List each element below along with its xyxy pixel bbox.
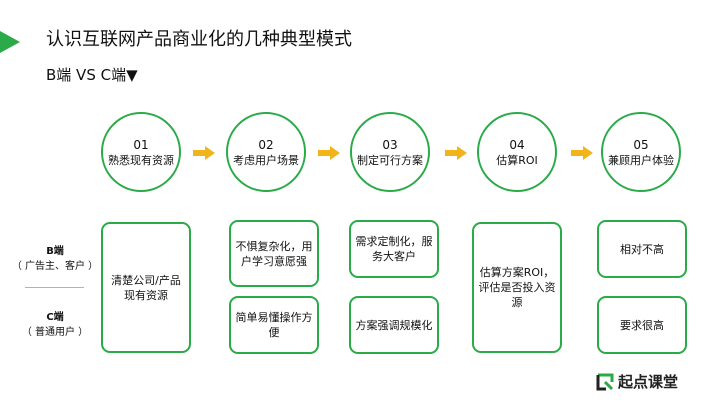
logo-text: 起点课堂 <box>618 373 679 391</box>
brand-logo: 起点课堂 <box>596 371 678 392</box>
step-label: 考虑用户场景 <box>233 153 299 167</box>
side-label-main: C端 <box>46 312 64 323</box>
step-circle-3: 03 制定可行方案 <box>350 112 430 192</box>
side-label-c: C端 （ 普通用户 ） <box>6 310 104 340</box>
side-label-b: B端 （ 广告主、客户 ） <box>6 244 104 274</box>
step-circle-1: 01 熟悉现有资源 <box>101 112 181 192</box>
side-label-sub: （ 普通用户 ） <box>21 327 89 338</box>
box-col5-c: 要求很高 <box>597 296 687 354</box>
box-col5-b: 相对不高 <box>597 220 687 278</box>
arrow-right-icon <box>571 146 593 160</box>
side-label-sub: （ 广告主、客户 ） <box>11 261 99 272</box>
step-number: 04 <box>509 137 525 152</box>
step-label: 熟悉现有资源 <box>108 153 174 167</box>
step-number: 05 <box>633 137 649 152</box>
box-col2-c: 简单易懂操作方便 <box>229 296 319 354</box>
step-label: 兼顾用户体验 <box>608 153 674 167</box>
slide-subtitle: B端 VS C端▼ <box>46 66 138 84</box>
step-label: 估算ROI <box>496 153 538 167</box>
title-accent-triangle <box>0 31 20 53</box>
box-col3-b: 需求定制化，服务大客户 <box>349 220 439 278</box>
box-col2-b: 不惧复杂化，用户学习意愿强 <box>229 220 319 287</box>
arrow-right-icon <box>318 146 340 160</box>
box-col1: 清楚公司/产品现有资源 <box>101 222 191 353</box>
step-number: 02 <box>258 137 274 152</box>
box-col4: 估算方案ROI，评估是否投入资源 <box>472 222 562 353</box>
slide-title: 认识互联网产品商业化的几种典型模式 <box>46 29 352 50</box>
arrow-right-icon <box>193 146 215 160</box>
arrow-right-icon <box>445 146 467 160</box>
qidian-logo-icon <box>596 373 614 390</box>
box-col3-c: 方案强调规模化 <box>349 296 439 354</box>
step-circle-4: 04 估算ROI <box>477 112 557 192</box>
step-label: 制定可行方案 <box>357 153 423 167</box>
step-number: 03 <box>382 137 398 152</box>
step-circle-2: 02 考虑用户场景 <box>226 112 306 192</box>
side-label-main: B端 <box>46 246 64 257</box>
side-divider <box>25 287 84 288</box>
step-number: 01 <box>133 137 149 152</box>
step-circle-5: 05 兼顾用户体验 <box>601 112 681 192</box>
